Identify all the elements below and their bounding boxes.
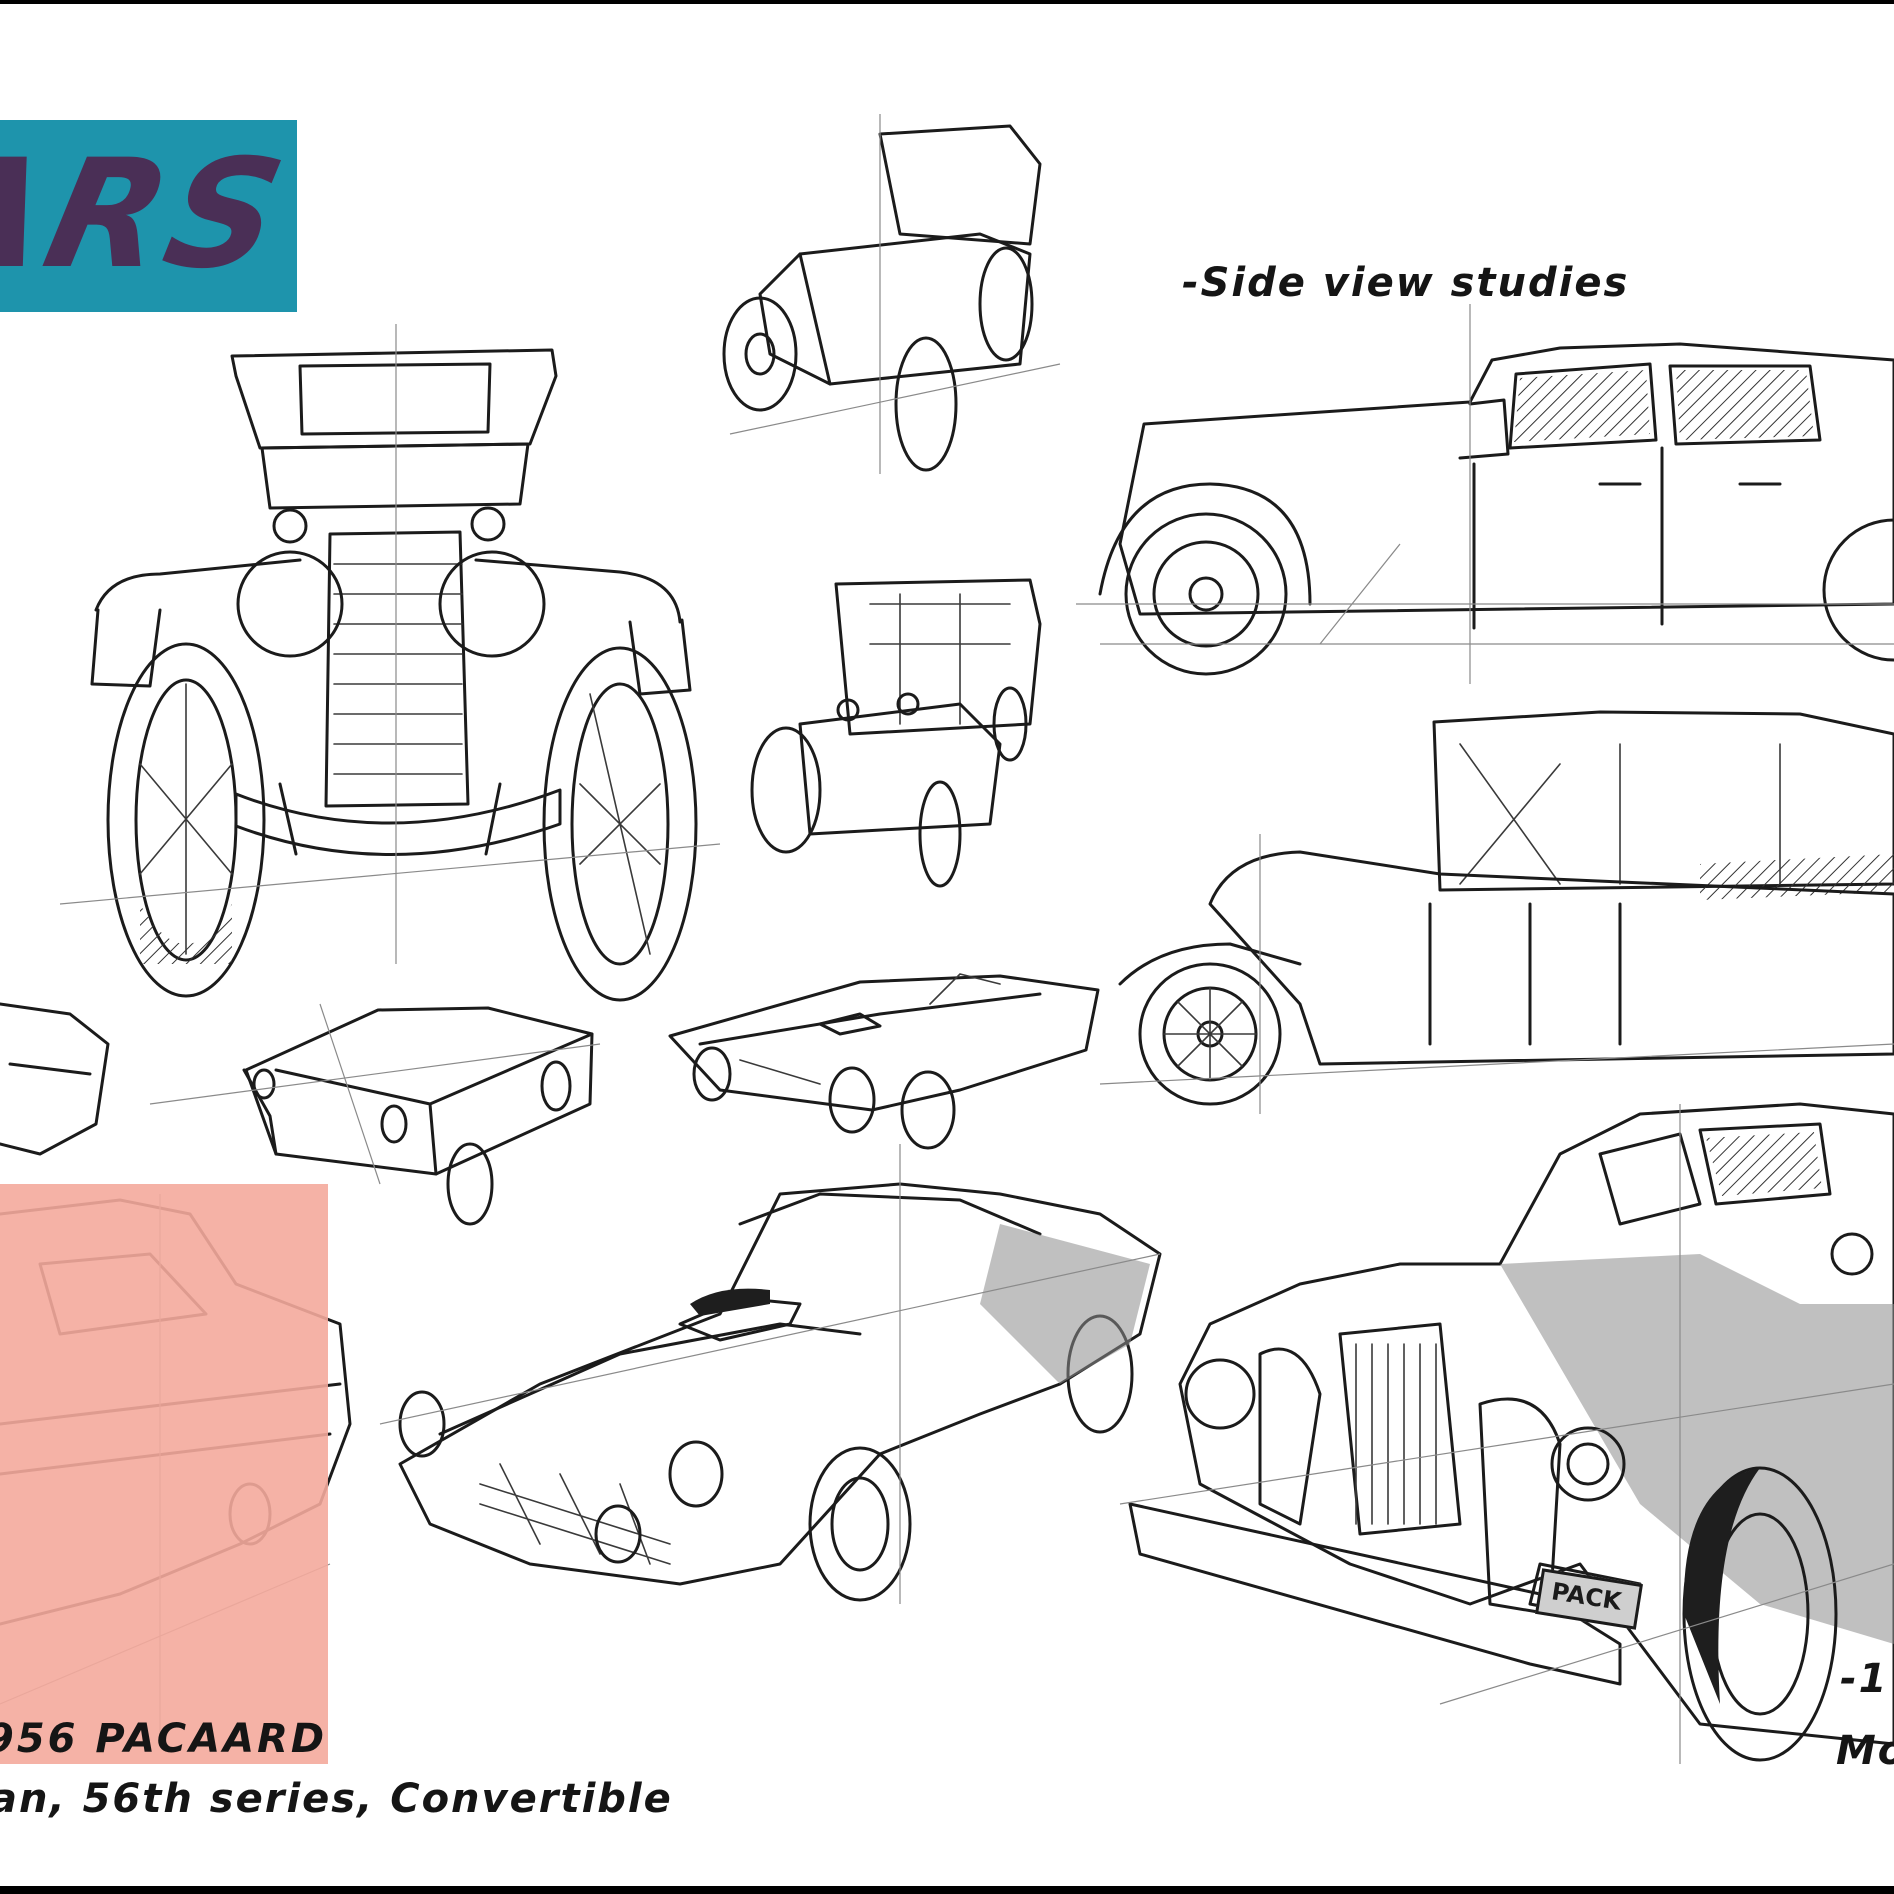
page-title: ARS: [0, 128, 301, 302]
sketch-box-car: [149, 1003, 601, 1226]
pacaard-caption-subtitle: an, 56th series, Convertible: [0, 1776, 673, 1822]
plate-text: PACK: [1549, 1577, 1624, 1616]
sketch-touring-car: [1099, 710, 1894, 1114]
sketch-sheet: ARS PACK -Side view studies 956 PACAARD …: [0, 4, 1894, 1886]
sketch-convertible-large: [379, 1144, 1162, 1604]
side-view-caption: -Side view studies: [1182, 260, 1630, 306]
pacaard-caption-title: 956 PACAARD: [0, 1716, 328, 1762]
sketch-antique-small-2: [750, 578, 1042, 888]
sketch-packard-sedan: [1119, 1102, 1894, 1764]
highlight-panel: [0, 1184, 328, 1764]
sketch-antique-small-1: [722, 114, 1061, 474]
title-banner: ARS: [0, 120, 301, 312]
car-sketches: [0, 114, 1894, 1764]
sketch-antique-front: [59, 324, 721, 1002]
sketch-side-sedan: [1076, 304, 1894, 684]
right-caption-line-1: -1: [1840, 1656, 1889, 1702]
sketch-convertible-small: [668, 973, 1100, 1150]
right-caption-line-2: Mo: [1836, 1728, 1894, 1774]
sketch-box-car-left: [0, 1002, 110, 1156]
